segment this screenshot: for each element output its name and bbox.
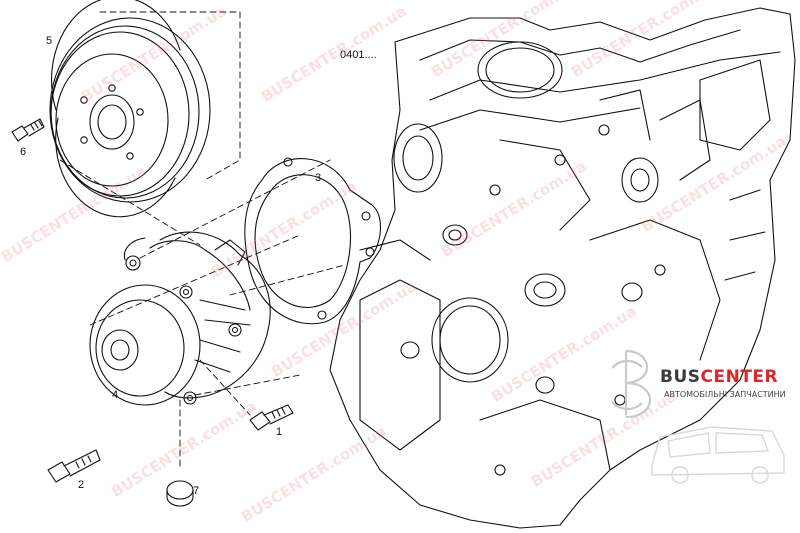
callout-6: 6 (20, 146, 27, 158)
logo-wordmark: BUSCENTER (660, 367, 778, 387)
logo-bus-text: BUS (660, 367, 701, 387)
callout-4: 4 (112, 389, 119, 401)
callout-1: 1 (276, 426, 283, 438)
minibus-icon (651, 426, 785, 484)
bolt-2 (47, 449, 101, 483)
dashed-guide-lines (59, 11, 346, 471)
plug-7 (166, 480, 194, 507)
logo-subtitle: АВТОМОБІЛЬНІ ЗАПЧАСТИНИ (664, 390, 786, 399)
bolt-6 (11, 118, 45, 142)
bolt-1 (249, 404, 294, 431)
callout-7: 7 (193, 485, 200, 497)
callout-2: 2 (78, 479, 85, 491)
gasket-3 (244, 157, 382, 325)
group-code-label: 0401.... (340, 49, 377, 61)
callout-5: 5 (46, 35, 53, 47)
buscenter-logo (612, 349, 785, 484)
engine-block (329, 7, 796, 529)
pulley-5 (49, 0, 211, 218)
logo-center-text: CENTER (700, 367, 779, 387)
callout-3: 3 (315, 172, 322, 184)
water-pump-4 (89, 231, 271, 406)
